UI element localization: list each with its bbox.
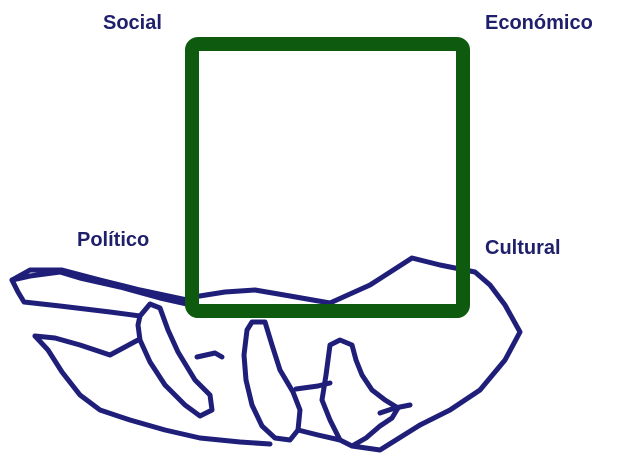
square-outline	[192, 44, 463, 311]
hand-finger-crease-1	[197, 353, 222, 357]
label-social: Social	[103, 11, 162, 35]
open-hand-icon	[12, 258, 520, 450]
label-cultural: Cultural	[485, 236, 561, 260]
hand-finger-3-outline	[322, 340, 398, 446]
hand-upper-outline	[187, 258, 520, 425]
hand-lower-outline-2	[35, 336, 270, 444]
hand-finger-2-outline	[244, 322, 300, 440]
hand-finger-1-outline	[138, 304, 212, 416]
label-economico: Económico	[485, 11, 593, 35]
label-politico: Político	[77, 228, 149, 252]
